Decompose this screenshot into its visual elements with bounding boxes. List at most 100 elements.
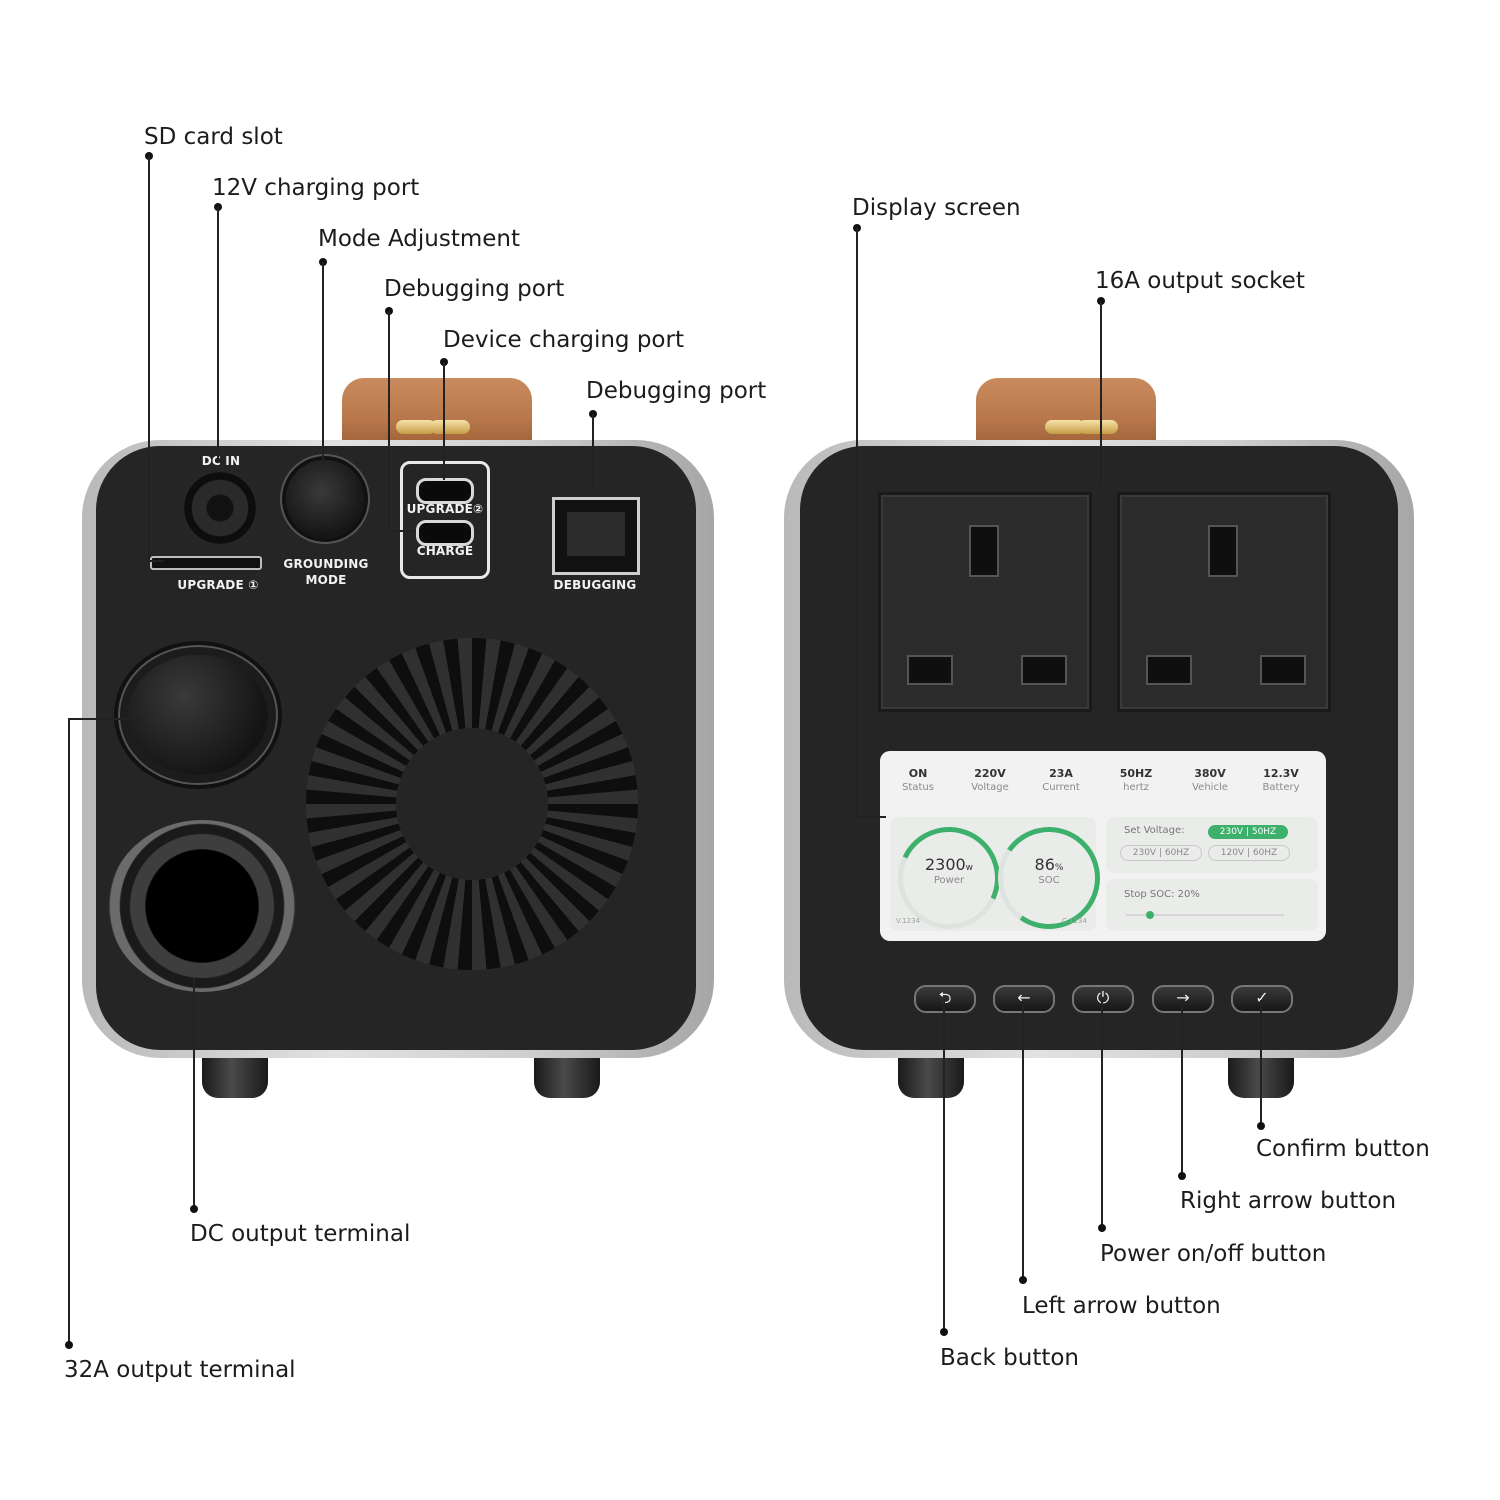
stat-vehicle: 380V Vehicle — [1175, 767, 1245, 793]
soc-value: 86% — [1034, 855, 1064, 874]
label-12v-charging-port: 12V charging port — [212, 175, 420, 201]
confirm-button[interactable]: ✓ — [1231, 985, 1293, 1013]
power-gauge — [898, 827, 1000, 929]
socket-earth-slot — [969, 525, 999, 577]
leader-dot — [65, 1341, 73, 1349]
label-debugging-port-2: Debugging port — [586, 378, 767, 404]
usb-c-frame — [400, 461, 490, 579]
stop-soc-slider-knob[interactable] — [1145, 911, 1154, 919]
leader-line — [388, 311, 390, 531]
label-32a-output-terminal: 32A output terminal — [64, 1357, 296, 1383]
voltage-option-120-60[interactable]: 120V | 60HZ — [1208, 845, 1290, 861]
stop-soc-label: Stop SOC: 20% — [1124, 889, 1200, 900]
dc-output-gland[interactable] — [108, 820, 296, 992]
leader-line — [592, 414, 594, 486]
debugging-label: DEBUGGING — [553, 578, 637, 592]
stat-label: Voltage — [971, 782, 1009, 793]
output-socket-2[interactable] — [1117, 492, 1331, 712]
stat-label: Vehicle — [1192, 782, 1228, 793]
power-button[interactable]: ⏻ — [1072, 985, 1134, 1013]
stat-value: 12.3V — [1263, 767, 1299, 780]
grounding-mode-knob[interactable] — [286, 460, 364, 538]
voltage-option-230-50[interactable]: 230V | 50HZ — [1208, 825, 1288, 839]
label-display-screen: Display screen — [852, 195, 1021, 221]
socket-earth-slot — [1208, 525, 1238, 577]
output-socket-1[interactable] — [878, 492, 1092, 712]
leader-line — [943, 1000, 945, 1330]
stat-current: 23A Current — [1026, 767, 1096, 793]
grounding-label-1: GROUNDING — [283, 557, 369, 571]
label-right-arrow-button: Right arrow button — [1180, 1188, 1397, 1214]
fan-hub — [396, 728, 548, 880]
handle-stud-left-2 — [430, 420, 470, 434]
label-mode-adjustment: Mode Adjustment — [318, 226, 521, 252]
handle-stud-left — [396, 420, 436, 434]
dc-in-port[interactable] — [184, 472, 256, 544]
upgrade1-label: UPGRADE ① — [177, 578, 259, 592]
label-sd-card-slot: SD card slot — [144, 124, 283, 150]
leader-line — [148, 156, 150, 562]
leader-line — [1100, 301, 1102, 487]
left-arrow-button[interactable]: ← — [993, 985, 1055, 1013]
leader-line — [856, 228, 858, 818]
version-left: V.1234 — [896, 917, 920, 925]
leader-line — [68, 718, 70, 1344]
set-voltage-card: Set Voltage: 230V | 50HZ 230V | 60HZ 120… — [1106, 817, 1318, 873]
carry-handle-right — [976, 378, 1156, 448]
leader-line — [217, 207, 219, 460]
socket-live-slot — [1146, 655, 1192, 685]
dc-in-label: DC IN — [201, 454, 241, 468]
32a-output-cap[interactable] — [128, 655, 268, 775]
rj45-debug-port[interactable] — [552, 497, 640, 575]
stat-battery: 12.3V Battery — [1246, 767, 1316, 793]
leader-line — [1101, 1000, 1103, 1226]
gauges-card: 2300w Power 86% SOC V.1234 C.1234 — [883, 812, 1109, 944]
usb-c-upgrade-port[interactable] — [416, 478, 474, 504]
label-dc-output-terminal: DC output terminal — [190, 1221, 411, 1247]
leader-line — [193, 978, 195, 1208]
label-device-charging-port: Device charging port — [443, 327, 684, 353]
leader-line — [148, 560, 164, 562]
set-voltage-label: Set Voltage: — [1124, 825, 1185, 836]
label-left-arrow-button: Left arrow button — [1022, 1293, 1221, 1319]
socket-neutral-slot — [1260, 655, 1306, 685]
power-label: Power — [933, 875, 965, 886]
leader-line — [443, 362, 445, 480]
leader-dot — [190, 1205, 198, 1213]
soc-label: SOC — [1038, 875, 1060, 886]
stat-status: ON Status — [883, 767, 953, 793]
back-button[interactable]: ⮌ — [914, 985, 976, 1013]
soc-gauge — [998, 827, 1100, 929]
handle-stud-right — [1045, 420, 1085, 434]
stop-soc-slider-track[interactable] — [1126, 914, 1284, 916]
display-screen: ON Status 220V Voltage 23A Current 50HZ … — [880, 751, 1326, 944]
leader-line — [68, 718, 144, 720]
socket-neutral-slot — [1021, 655, 1067, 685]
handle-stud-right-2 — [1078, 420, 1118, 434]
foot-right-1 — [898, 1058, 964, 1098]
stat-label: Status — [902, 782, 934, 793]
usb-c-charge-port[interactable] — [416, 520, 474, 546]
voltage-option-230-60[interactable]: 230V | 60HZ — [1120, 845, 1202, 861]
leader-line — [856, 816, 886, 818]
rj45-inner — [567, 512, 625, 556]
stat-label: Battery — [1262, 782, 1300, 793]
charge-label: CHARGE — [416, 544, 474, 558]
right-arrow-button[interactable]: → — [1152, 985, 1214, 1013]
foot-left-1 — [202, 1058, 268, 1098]
version-right: C.1234 — [1062, 917, 1087, 925]
stat-value: ON — [908, 767, 928, 780]
foot-left-2 — [534, 1058, 600, 1098]
sd-card-slot[interactable] — [150, 556, 262, 570]
stat-value: 380V — [1194, 767, 1226, 780]
leader-dot — [1178, 1172, 1186, 1180]
stat-label: hertz — [1123, 782, 1149, 793]
leader-line — [388, 530, 416, 532]
stat-value: 220V — [974, 767, 1006, 780]
leader-dot — [1098, 1224, 1106, 1232]
stat-label: Current — [1042, 782, 1080, 793]
stat-value: 23A — [1049, 767, 1073, 780]
grounding-label-2: MODE — [305, 573, 347, 587]
stat-voltage: 220V Voltage — [955, 767, 1025, 793]
stat-hertz: 50HZ hertz — [1101, 767, 1171, 793]
